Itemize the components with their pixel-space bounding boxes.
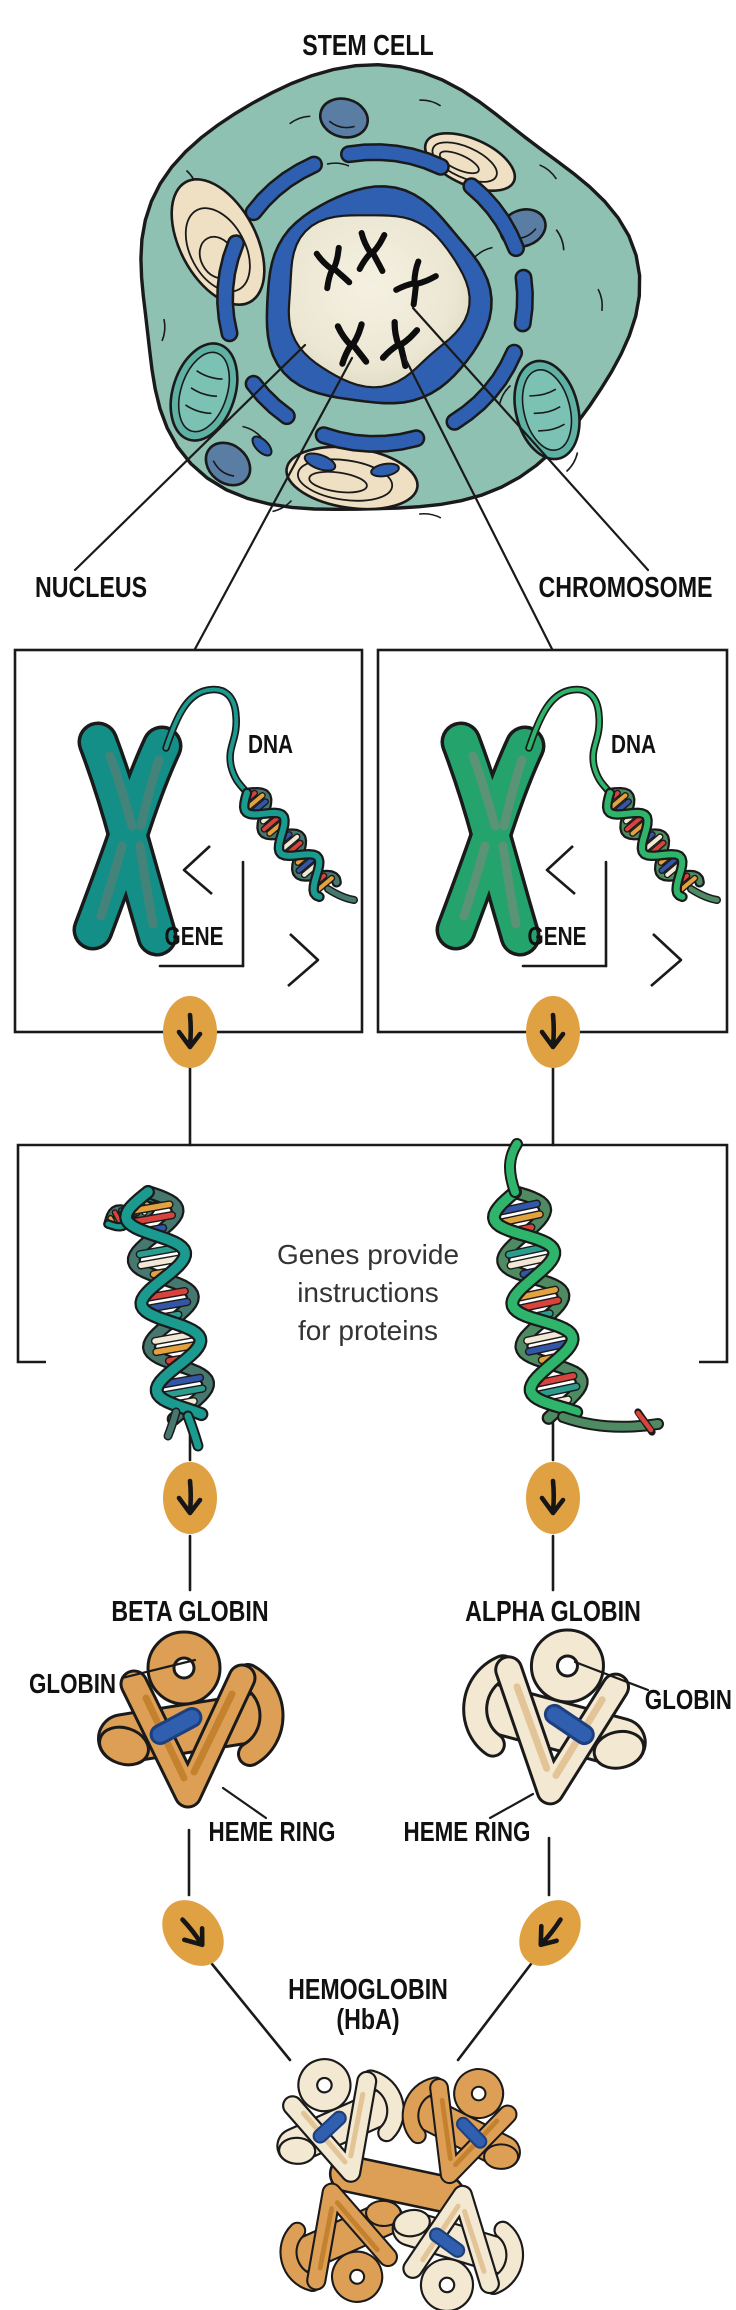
leader-lines bbox=[73, 306, 650, 651]
globin-protein bbox=[391, 2184, 525, 2310]
heme-ring-label-right: HEME RING bbox=[403, 1816, 531, 1847]
down-arrow-icon bbox=[526, 1462, 580, 1534]
chromosome-mini bbox=[334, 321, 370, 367]
nucleus bbox=[265, 185, 493, 405]
chromosome-x bbox=[72, 721, 183, 957]
globin-label-left: GLOBIN bbox=[29, 1668, 117, 1699]
down-arrow-icon bbox=[163, 1462, 217, 1534]
chromosome-mini bbox=[313, 244, 353, 292]
globin-protein bbox=[401, 2068, 521, 2185]
down-arrow-icon bbox=[162, 1900, 224, 1966]
chromosome-x bbox=[435, 721, 546, 957]
beta-globin-title: BETA GLOBIN bbox=[111, 1596, 269, 1628]
mitochondrion bbox=[169, 342, 239, 442]
down-arrow-icon bbox=[519, 1900, 581, 1966]
organelle-grey bbox=[204, 441, 252, 487]
organelle-cream bbox=[423, 132, 517, 192]
down-arrow-icon bbox=[526, 996, 580, 1068]
globin-protein bbox=[97, 1630, 285, 1809]
globin-protein bbox=[462, 1628, 647, 1806]
chromosome-label: CHROMOSOME bbox=[538, 572, 712, 604]
globin-label-right: GLOBIN bbox=[644, 1684, 732, 1715]
hemoglobin-molecule bbox=[276, 2058, 525, 2310]
dna-label-left: DNA bbox=[248, 729, 294, 759]
nucleus-label: NUCLEUS bbox=[35, 572, 148, 604]
chromosome-mini bbox=[379, 318, 421, 370]
endoplasmic-reticulum bbox=[216, 143, 534, 478]
hemoglobin-subtitle: (HbA) bbox=[336, 2004, 400, 2036]
gene-box-art bbox=[435, 685, 721, 987]
chromosome-mini bbox=[356, 230, 388, 274]
flow-connectors bbox=[187, 1066, 555, 2062]
gene-label-right: GENE bbox=[527, 921, 587, 951]
instructions-panel bbox=[16, 1138, 729, 1452]
heme-ring bbox=[149, 1707, 203, 1745]
heme-ring bbox=[428, 2227, 466, 2258]
alpha-globin-title: ALPHA GLOBIN bbox=[465, 1596, 641, 1628]
protein-leader-lines bbox=[120, 1658, 650, 1820]
genes-instructions-caption: Genes provide instructions for proteins bbox=[276, 1239, 460, 1346]
heme-ring-label-left: HEME RING bbox=[208, 1816, 336, 1847]
page-title: STEM CELL bbox=[302, 30, 434, 62]
globin-protein bbox=[276, 2058, 405, 2183]
mitochondrion bbox=[513, 359, 581, 461]
cytoplasm-texture bbox=[161, 99, 604, 519]
hemoglobin-title: HEMOGLOBIN bbox=[288, 1974, 448, 2006]
heme-ring bbox=[312, 2110, 347, 2144]
dna-label-right: DNA bbox=[611, 729, 657, 759]
heme-ring bbox=[543, 1703, 595, 1746]
chromosome-mini bbox=[393, 258, 439, 308]
gene-label-left: GENE bbox=[164, 921, 224, 951]
organelle-grey bbox=[319, 97, 369, 139]
gene-box-art bbox=[72, 685, 358, 987]
globin-protein bbox=[279, 2182, 404, 2303]
down-arrow-icon bbox=[163, 996, 217, 1068]
stem-cell-illustration bbox=[139, 62, 642, 519]
gene-boxes bbox=[13, 648, 729, 1034]
heme-ring bbox=[456, 2116, 488, 2149]
